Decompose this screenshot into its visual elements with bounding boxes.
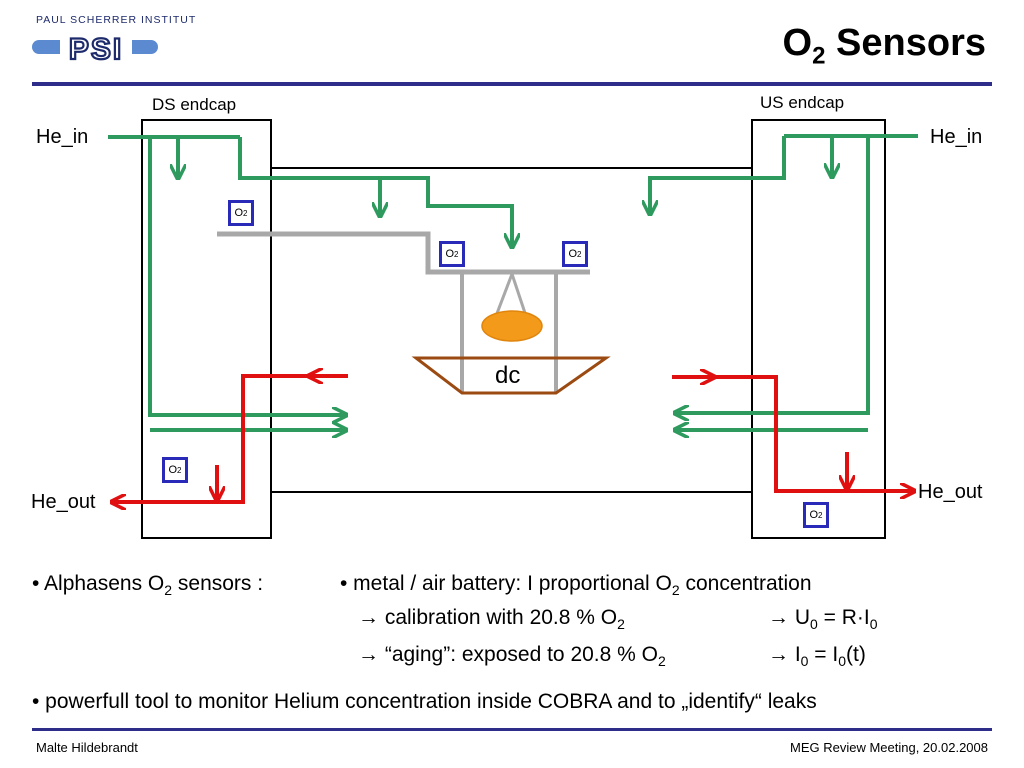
target-holder-left (494, 273, 514, 317)
formula-subscript: 0 (800, 653, 809, 670)
o2-sensor-subscript: 2 (818, 510, 823, 520)
line-calibration: → calibration with 20.8 % O2 (358, 606, 625, 632)
he-in-arrow-center (238, 137, 512, 246)
formula-subscript: 0 (810, 616, 818, 633)
bullet-helium-monitor: • powerfull tool to monitor Helium conce… (32, 690, 817, 713)
line-text: → “aging”: exposed to 20.8 % O (358, 643, 658, 666)
line-i0-formula: → I0 = I0(t) (768, 643, 866, 669)
line-aging: → “aging”: exposed to 20.8 % O2 (358, 643, 666, 669)
bullet-text: • Alphasens O (32, 572, 165, 595)
he-out-arrow-ds (113, 374, 310, 502)
bullet-subscript: 2 (164, 582, 173, 599)
o2-sensor-label: O (568, 248, 578, 260)
psi-logo: PSI (32, 32, 158, 67)
formula-text-mid: = R·I (817, 606, 870, 629)
he-out-left-label: He_out (31, 491, 96, 513)
he-in-arrow-ds-bottom-1 (148, 137, 345, 415)
formula-text: → I (768, 643, 801, 666)
line-text: → calibration with 20.8 % O (358, 606, 618, 629)
bullet-text-tail: sensors : (172, 572, 264, 595)
bullet-subscript: 2 (671, 582, 680, 599)
institute-name: PAUL SCHERRER INSTITUT (36, 14, 197, 26)
he-in-arrow-us-bottom-1 (676, 136, 870, 413)
o2-sensor-subscript: 2 (243, 208, 248, 218)
he-out-arrow-us (713, 375, 913, 491)
bullet-alphasens: • Alphasens O2 sensors : (32, 572, 263, 598)
bullet-text-tail: concentration (679, 572, 812, 595)
o2-sensor-subscript: 2 (177, 465, 182, 475)
ds-endcap-label: DS endcap (152, 95, 237, 114)
he-in-right-label: He_in (930, 126, 983, 148)
he-in-left-label: He_in (36, 126, 89, 148)
logo-text: PSI (69, 33, 123, 66)
bullet-battery: • metal / air battery: I proportional O2… (340, 572, 812, 598)
title-main: O (782, 22, 813, 64)
target-ellipse (481, 310, 543, 342)
bullet-text: • metal / air battery: I proportional O (340, 572, 672, 595)
formula-subscript: 0 (838, 653, 847, 670)
o2-sensor-label: O (445, 248, 455, 260)
drift-chamber (411, 356, 611, 395)
footer-rule (32, 728, 992, 731)
magnet-volume (270, 167, 753, 493)
o2-sensor-diagram (108, 119, 918, 539)
o2-sensor-label: O (809, 509, 819, 521)
page-title: O2 Sensors (783, 22, 986, 71)
formula-text-mid: = I (808, 643, 839, 666)
o2-sensor-label: O (234, 207, 244, 219)
dc-label: dc (495, 362, 521, 389)
footer-event: MEG Review Meeting, 20.02.2008 (790, 740, 988, 755)
he-out-right-label: He_out (918, 481, 983, 503)
us-endcap-box (751, 119, 886, 539)
us-endcap-label: US endcap (760, 93, 845, 112)
formula-subscript: 0 (869, 616, 878, 633)
line-subscript: 2 (658, 653, 666, 670)
he-in-arrow-us (650, 136, 786, 213)
header-rule (32, 82, 992, 86)
helium-outlet-lines (113, 376, 913, 502)
formula-text-tail: (t) (846, 643, 866, 666)
o2-sensor-subscript: 2 (454, 249, 459, 259)
title-subscript: 2 (812, 42, 826, 70)
target-holder-right (510, 273, 528, 317)
helium-inlet-lines (108, 134, 918, 430)
o2-sensor-subscript: 2 (577, 249, 582, 259)
o2-sensor-label: O (168, 464, 178, 476)
footer-author: Malte Hildebrandt (36, 740, 138, 755)
line-u0-formula: → U0 = R·I0 (768, 606, 878, 632)
title-rest: Sensors (825, 22, 986, 64)
line-subscript: 2 (617, 616, 625, 633)
support-beam (217, 231, 590, 275)
formula-text: → U (768, 606, 810, 629)
